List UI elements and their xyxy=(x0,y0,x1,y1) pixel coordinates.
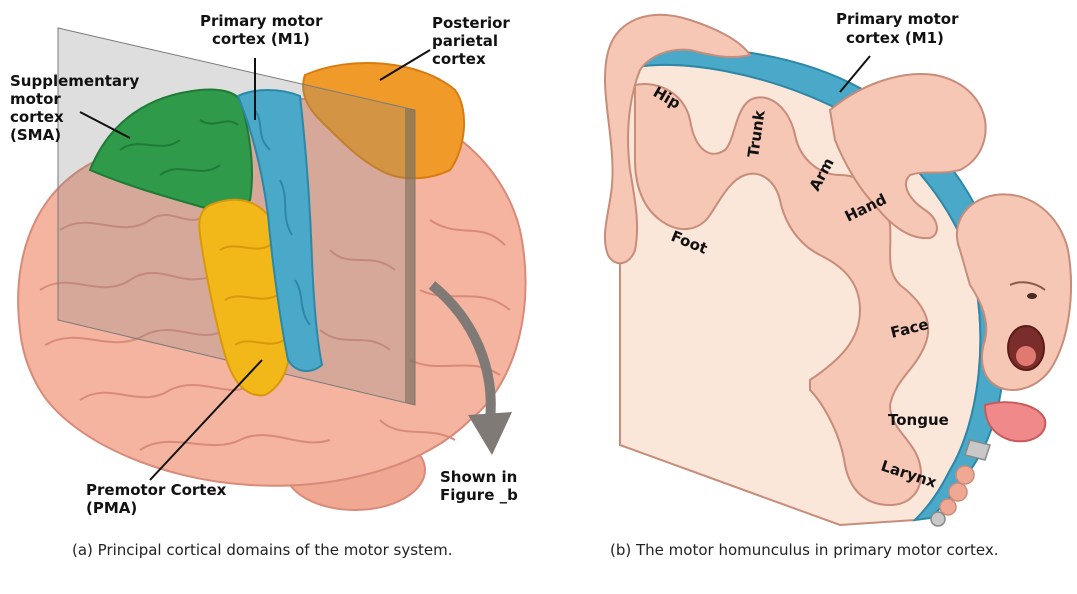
m1-label: Primary motor cortex (M1) xyxy=(200,12,328,48)
tongue-shape xyxy=(985,402,1045,441)
brain-illustration: Supplementary motor cortex (SMA) Primary… xyxy=(0,0,540,540)
inner-mouth xyxy=(1016,346,1036,366)
eye-shape xyxy=(1027,293,1037,299)
m1-label-b: Primary motor cortex (M1) xyxy=(836,10,964,47)
panel-a-brain-diagram: Supplementary motor cortex (SMA) Primary… xyxy=(0,0,540,594)
parietal-label: Posterior parietal cortex xyxy=(432,14,515,68)
section-plane-edge xyxy=(405,108,415,405)
shown-in-figure-b-label: Shown in Figure _b xyxy=(440,468,523,504)
panel-b-homunculus-diagram: Primary motor cortex (M1) Hip Trunk Arm … xyxy=(540,0,1077,594)
pma-label: Premotor Cortex (PMA) xyxy=(86,481,232,517)
caption-b: (b) The motor homunculus in primary moto… xyxy=(610,537,1070,563)
caption-a: (a) Principal cortical domains of the mo… xyxy=(72,537,532,563)
homunculus-illustration: Primary motor cortex (M1) Hip Trunk Arm … xyxy=(540,0,1077,540)
tongue-label: Tongue xyxy=(888,411,949,429)
